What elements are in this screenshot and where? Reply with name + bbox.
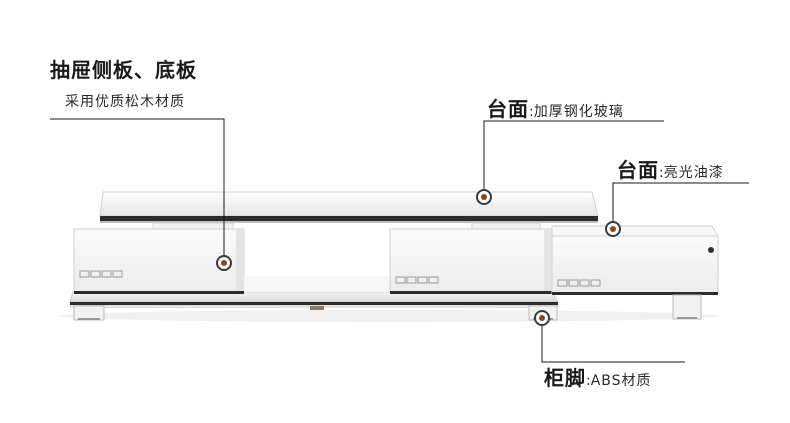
drawer-callout-desc: 采用优质松木材质 <box>65 94 185 110</box>
base-board <box>69 291 559 310</box>
left-drawer-cabinet <box>73 228 245 294</box>
foot-callout: 柜脚:ABS材质 <box>544 368 652 388</box>
callout-markers <box>216 189 621 326</box>
drawer-callout-title: 抽屉侧板、底板 <box>50 58 197 82</box>
marker-foot <box>534 310 550 326</box>
foot-callout-title: 柜脚 <box>544 366 586 390</box>
lacquer-top-callout-desc: 亮光油漆 <box>663 165 724 181</box>
marker-lacquer-top <box>605 221 621 237</box>
glass-top-callout-sep: : <box>529 104 534 120</box>
lacquer-top-callout-sep: : <box>659 165 664 181</box>
middle-drawer-cabinet <box>389 228 553 294</box>
glass-top-callout: 台面:加厚钢化玻璃 <box>487 99 624 119</box>
foot-callout-desc: ABS材质 <box>590 373 652 389</box>
open-shelf <box>244 276 390 292</box>
glass-top <box>99 191 599 223</box>
lacquer-top-callout: 台面:亮光油漆 <box>617 160 724 180</box>
foot-callout-sep: : <box>586 373 591 389</box>
marker-drawer <box>216 255 232 271</box>
right-extension-cabinet <box>551 225 719 295</box>
lacquer-top-callout-title: 台面 <box>617 158 659 182</box>
marker-glass-top <box>476 189 492 205</box>
glass-top-callout-desc: 加厚钢化玻璃 <box>533 104 624 120</box>
callout-lines <box>50 118 749 363</box>
glass-top-callout-title: 台面 <box>487 97 529 121</box>
